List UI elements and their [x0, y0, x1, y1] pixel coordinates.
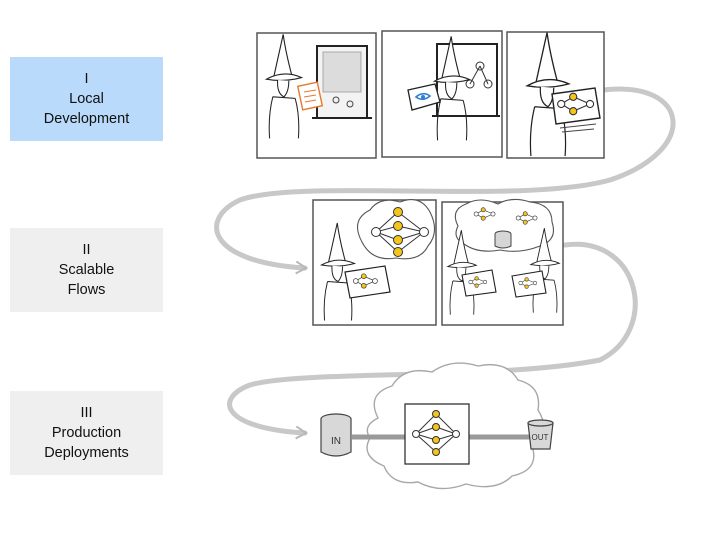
stage-title-line1: Production [51, 425, 122, 441]
input-database-icon [320, 413, 352, 457]
panel-notebook-coding [381, 30, 503, 158]
stage-production-deployments: III Production Deployments [10, 391, 163, 475]
stage-title-line2: Flows [67, 282, 106, 298]
stage-numeral: III [80, 405, 93, 421]
panel-whiteboard-sketch [256, 32, 377, 159]
stage-title-line2: Development [43, 111, 130, 127]
stage-title-line2: Deployments [44, 445, 129, 461]
stage-local-development: I Local Development [10, 57, 163, 141]
output-label: OUT [532, 433, 549, 442]
panel-parallel-flows [441, 198, 564, 326]
stage-numeral: II [82, 242, 91, 258]
stage-numeral: I [84, 71, 89, 87]
output-bucket-icon [527, 419, 554, 450]
panel-wizard-flow-laptop [506, 31, 605, 159]
flow-connector-1 [214, 86, 676, 275]
deployed-flow-card [404, 403, 470, 465]
input-label: IN [331, 436, 341, 447]
panel-single-flow [312, 199, 437, 326]
stage-scalable-flows: II Scalable Flows [10, 228, 163, 312]
stage-title-line1: Scalable [58, 262, 115, 278]
stage-title-line1: Local [69, 91, 104, 107]
